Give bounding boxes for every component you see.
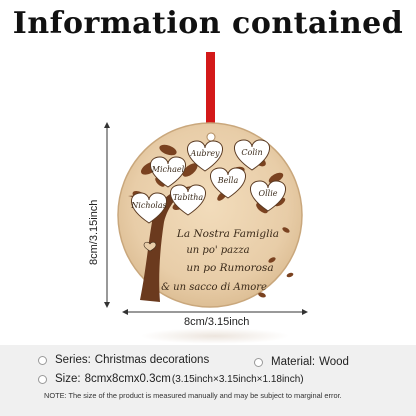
bullet-icon (38, 374, 47, 384)
heart-name-label: Ollie (259, 189, 278, 198)
spec-size-label: Size: (55, 373, 81, 385)
name-heart: Michael (150, 156, 186, 188)
ornament-reflection (140, 328, 290, 344)
phrase-line-3: un po Rumorosa (186, 262, 273, 274)
spec-series: Series: Christmas decorations (38, 354, 209, 366)
spec-series-value: Christmas decorations (94, 354, 210, 366)
tree-trunk (128, 186, 192, 302)
heart-shape (234, 139, 270, 171)
name-heart: Tabitha (170, 184, 206, 216)
heart-shape (250, 180, 286, 212)
spec-material-label: Material: (271, 356, 316, 368)
name-heart: Ollie (250, 180, 286, 212)
name-heart: Bella (210, 167, 246, 199)
height-dimension-label: 8cm/3.15inch (88, 199, 100, 265)
spec-size: Size: 8cmx8cmx0.3cm (3.15inch×3.15inch×1… (38, 373, 304, 385)
bullet-icon (254, 357, 263, 367)
heart-name-label: Bella (217, 176, 239, 185)
name-heart: Colin (234, 139, 270, 171)
spec-size-metric: 8cmx8cmx0.3cm (84, 373, 171, 385)
width-dimension-label: 8cm/3.15inch (184, 316, 250, 328)
phrase-line-4: & un sacco di Amore (161, 282, 267, 293)
hanging-hole (206, 132, 216, 142)
headline: Information contained (12, 6, 404, 41)
width-dimension-line (122, 309, 308, 315)
heart-shape (131, 192, 167, 224)
measurement-note: NOTE: The size of the product is measure… (44, 391, 342, 400)
spec-size-imperial: (3.15inch×3.15inch×1.18inch) (171, 373, 304, 385)
heart-shape (150, 156, 186, 188)
heart-name-label: Nicholas (130, 201, 166, 210)
trunk-heart-icon (143, 241, 157, 252)
heart-name-label: Aubrey (189, 149, 220, 158)
heart-shape (187, 140, 223, 172)
info-panel (0, 345, 416, 416)
phrase-line-2: un po' pazza (186, 245, 249, 256)
spec-series-label: Series: (55, 354, 91, 366)
heart-shape (210, 167, 246, 199)
ribbon (206, 52, 215, 140)
bullet-icon (38, 355, 47, 365)
name-heart: Nicholas (130, 192, 167, 224)
heart-name-label: Tabitha (173, 193, 204, 202)
name-heart: Aubrey (187, 140, 223, 172)
heart-name-label: Michael (151, 165, 185, 174)
product-figure: Aubrey Colin Michael Bella Ollie Tabitha… (104, 52, 308, 315)
spec-material: Material: Wood (254, 356, 349, 368)
spec-material-value: Wood (319, 356, 349, 368)
height-dimension-line (104, 122, 110, 308)
heart-name-label: Colin (241, 148, 262, 157)
phrase-line-1: La Nostra Famiglia (176, 228, 279, 240)
heart-shape (170, 184, 206, 216)
